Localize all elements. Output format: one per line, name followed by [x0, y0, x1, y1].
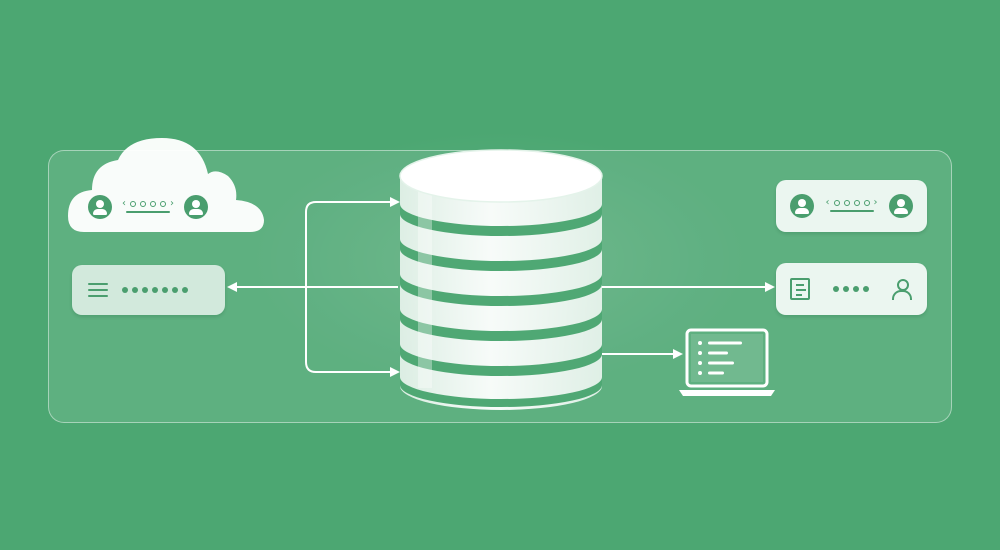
user-pair-label-area: ‹ ›	[825, 197, 878, 212]
database-cylinder	[399, 149, 603, 410]
cloud-node-content: ‹ ›	[88, 192, 218, 222]
underline	[829, 210, 874, 212]
dot	[832, 286, 839, 292]
cloud-node	[68, 138, 264, 232]
dot	[140, 201, 146, 207]
dot	[162, 287, 168, 293]
user-avatar-icon	[184, 195, 208, 219]
dot	[862, 286, 869, 292]
laptop-icon	[679, 328, 775, 396]
chevron-right-icon: ›	[170, 198, 174, 209]
chevron-left-icon: ‹	[825, 197, 830, 208]
user-avatar-icon	[889, 194, 913, 218]
dot	[842, 286, 849, 292]
doc-user-node	[776, 263, 927, 315]
list-node	[72, 265, 225, 315]
dot	[843, 200, 850, 206]
underline	[126, 211, 170, 213]
user-avatar-icon	[790, 194, 814, 218]
dot	[182, 287, 188, 293]
dot	[122, 287, 128, 293]
dot	[853, 200, 860, 206]
hamburger-icon	[88, 283, 108, 297]
user-avatar-icon	[88, 195, 112, 219]
user-pair-node: ‹ ›	[776, 180, 927, 232]
dot	[833, 200, 840, 206]
screen-list-lines	[698, 341, 742, 375]
dot	[852, 286, 859, 292]
ellipsis-dots	[832, 286, 869, 292]
chevron-left-icon: ‹	[122, 198, 126, 209]
ellipsis-dots: ‹ ›	[825, 197, 878, 208]
cloud-node-label-area: ‹ ›	[122, 198, 174, 213]
chevron-right-icon: ›	[873, 197, 878, 208]
ellipsis-dots: ‹ ›	[122, 198, 174, 209]
edge-branch-top	[305, 197, 400, 287]
dot	[863, 200, 870, 206]
dot	[130, 201, 136, 207]
dot	[150, 201, 156, 207]
user-outline-icon	[891, 278, 913, 300]
cylinder-stripes	[400, 204, 602, 407]
document-icon	[790, 278, 810, 300]
dot	[142, 287, 148, 293]
dot	[172, 287, 178, 293]
ellipsis-dots	[122, 287, 188, 293]
dot	[152, 287, 158, 293]
dot	[160, 201, 166, 207]
edge-branch-bottom	[305, 287, 400, 377]
dot	[132, 287, 138, 293]
